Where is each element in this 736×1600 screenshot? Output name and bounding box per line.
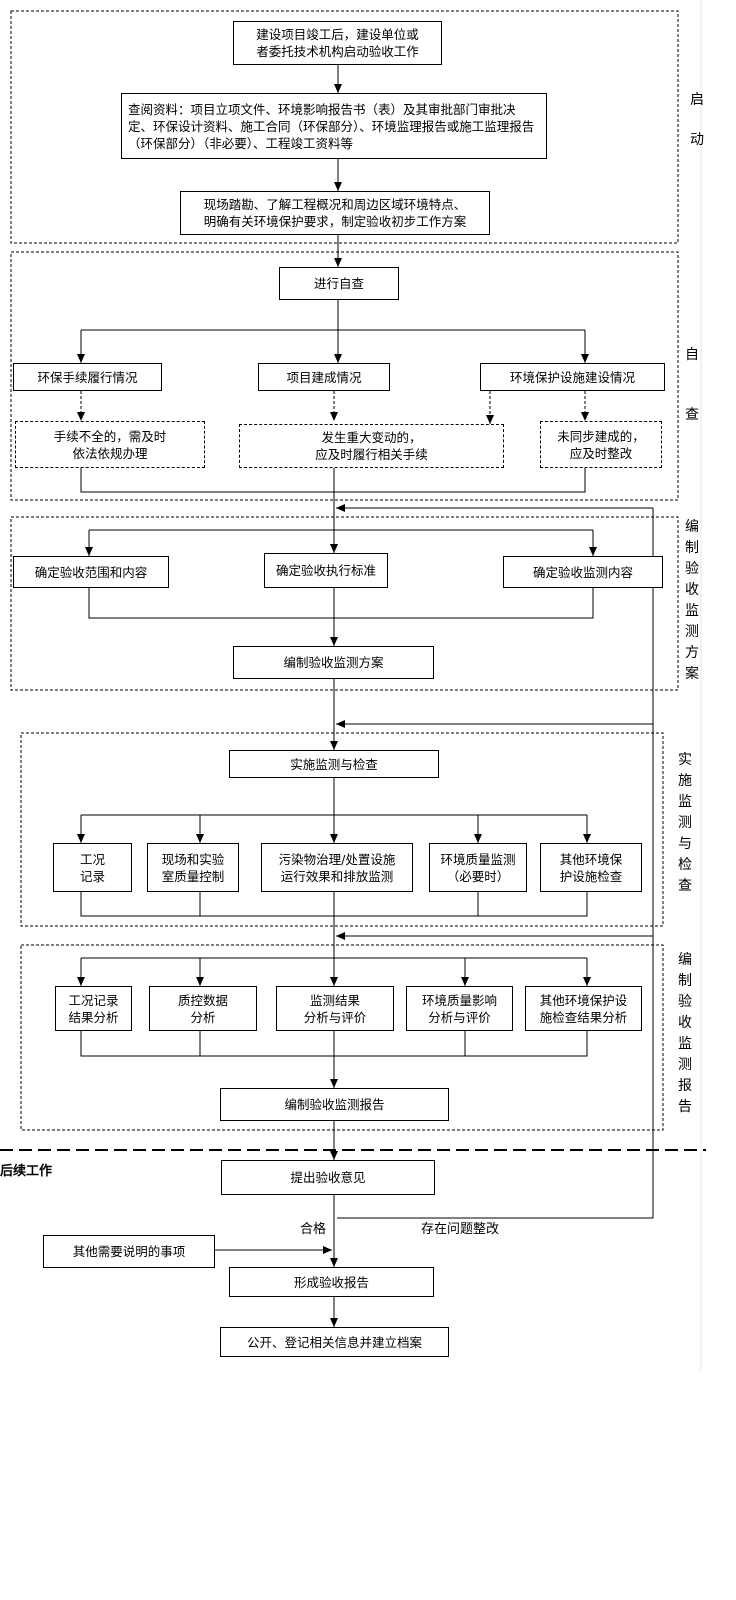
other-facilities-check-box: 其他环境保 护设施检查: [540, 843, 642, 892]
phase-label-start: 启动: [690, 92, 704, 148]
site-survey-box: 现场踏勘、了解工程概况和周边区域环境特点、 明确有关环境保护要求，制定验收初步工…: [180, 191, 490, 235]
merge-p1: [88, 588, 594, 619]
construction-status-box: 项目建成情况: [258, 363, 390, 391]
major-change-box: 发生重大变动的， 应及时履行相关手续: [239, 424, 504, 468]
phase-frame-start: [10, 10, 679, 244]
environment-quality-box: 环境质量监测 （必要时）: [429, 843, 527, 892]
condition-record-box: 工况 记录: [53, 843, 132, 892]
environment-impact-box: 环境质量影响 分析与评价: [406, 986, 513, 1031]
facilities-status-box: 环境保护设施建设情况: [480, 363, 665, 391]
acceptance-opinion-box: 提出验收意见: [221, 1160, 435, 1195]
merge-s3: [80, 468, 586, 493]
other-facilities-analysis-box: 其他环境保护设 施检查结果分析: [525, 986, 642, 1031]
scope-content-box: 确定验收范围和内容: [13, 556, 169, 588]
phase-frame-self-check: [10, 251, 679, 501]
start-initiate-box: 建设项目竣工后，建设单位或 者委托技术机构启动验收工作: [233, 21, 442, 65]
self-check-box: 进行自查: [279, 267, 399, 300]
review-documents-box: 查阅资料：项目立项文件、环境影响报告书（表）及其审批部门审批决定、环保设计资料、…: [121, 93, 547, 159]
pass-label: 合格: [300, 1222, 327, 1237]
other-notes-box: 其他需要说明的事项: [43, 1235, 215, 1268]
phase-label-plan: 编制验收监测方案: [685, 519, 699, 682]
procedures-status-box: 环保手续履行情况: [13, 363, 162, 391]
phase-label-report: 编制验收监测报告: [678, 952, 692, 1115]
pollutant-monitoring-box: 污染物治理/处置设施 运行效果和排放监测: [261, 843, 413, 892]
compile-plan-box: 编制验收监测方案: [233, 646, 434, 679]
phase-frame-report: [20, 944, 664, 1131]
publish-archive-box: 公开、登记相关信息并建立档案: [220, 1327, 449, 1357]
implement-monitoring-box: 实施监测与检查: [229, 750, 439, 778]
not-synchronized-box: 未同步建成的， 应及时整改: [540, 421, 662, 468]
phase-frame-implement: [20, 732, 664, 927]
phase-label-followup: 后续工作: [0, 1164, 53, 1179]
condition-analysis-box: 工况记录 结果分析: [55, 986, 132, 1031]
quality-control-box: 现场和实验 室质量控制: [147, 843, 239, 892]
phase-label-implement: 实施监测与检查: [678, 752, 692, 894]
incomplete-procedures-box: 手续不全的，需及时 依法依规办理: [15, 421, 205, 468]
monitoring-content-box: 确定验收监测内容: [503, 556, 663, 588]
form-report-box: 形成验收报告: [229, 1267, 434, 1297]
qc-data-analysis-box: 质控数据 分析: [149, 986, 257, 1031]
phase-label-self-check: 自查: [685, 347, 699, 423]
standards-box: 确定验收执行标准: [264, 553, 388, 588]
compile-report-box: 编制验收监测报告: [220, 1088, 449, 1121]
feedback-line: [337, 508, 654, 1219]
rectify-label: 存在问题整改: [421, 1222, 500, 1237]
monitoring-results-box: 监测结果 分析与评价: [276, 986, 394, 1031]
